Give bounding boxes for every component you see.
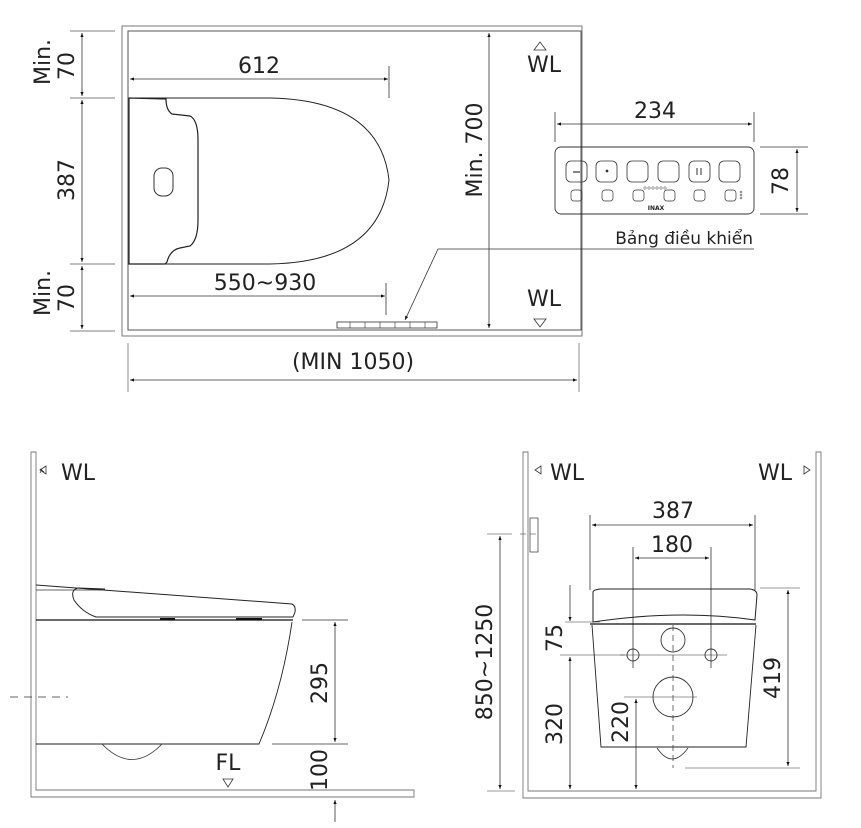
plan-min-top-value: 70: [55, 52, 80, 80]
brand-logo: INAX: [648, 205, 665, 212]
plan-wl-bottom: WL: [527, 287, 562, 312]
front-wl-right: WL: [758, 461, 793, 486]
plan-total-width: (MIN 1050): [292, 350, 414, 375]
front-bolt-height: 320: [543, 703, 568, 745]
panel-caption: Bảng điều khiển: [615, 228, 753, 249]
plan-min-bottom-label: Min.: [31, 270, 56, 316]
side-floor-gap: 100: [308, 749, 333, 791]
plan-wl-top: WL: [527, 53, 562, 78]
panel-button-row: [565, 160, 741, 183]
front-wl-left: WL: [550, 461, 585, 486]
control-panel: [554, 112, 808, 215]
side-wl: WL: [61, 461, 96, 486]
front-view: [487, 451, 822, 799]
plan-min-bottom-value: 70: [55, 284, 80, 312]
front-outlet-height: 220: [609, 701, 634, 743]
plan-min-top-label: Min.: [31, 39, 56, 85]
front-overall-width: 387: [652, 499, 694, 524]
side-bowl-height: 295: [308, 662, 333, 704]
side-view: [10, 451, 415, 822]
panel-small-button-row: [570, 186, 743, 202]
front-bolt-offset: 75: [543, 624, 568, 652]
front-mount-height: 850~1250: [473, 604, 498, 720]
plan-seat-width: 387: [55, 159, 80, 201]
panel-width: 234: [634, 99, 676, 124]
plan-panel-range: 550~930: [214, 271, 316, 296]
side-fl: FL: [216, 751, 242, 776]
front-bolt-spacing: 180: [651, 533, 693, 558]
panel-height: 78: [769, 167, 794, 195]
plan-view: [70, 25, 754, 392]
plan-length: 612: [238, 54, 280, 79]
plan-min-depth: Min. 700: [463, 102, 488, 197]
front-total-height: 419: [761, 657, 786, 699]
